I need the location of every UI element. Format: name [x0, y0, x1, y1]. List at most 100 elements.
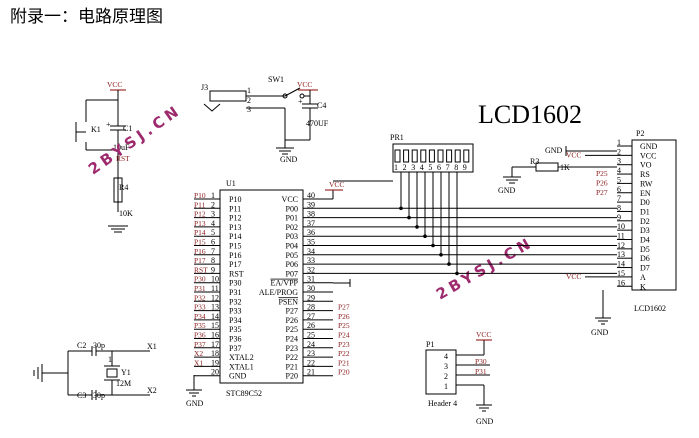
- mcu-left-net-label: P31: [194, 284, 206, 293]
- lcd-pin-name: VO: [640, 161, 652, 170]
- reset-vcc-label: VCC: [107, 80, 122, 89]
- lcd-pin-number: 11: [617, 232, 625, 241]
- power-gnd-label: GND: [280, 155, 298, 164]
- reset-cap-ref: C1: [123, 124, 132, 133]
- resnet-pin-number: 3: [411, 163, 415, 172]
- resnet-pin-number: 2: [403, 163, 407, 172]
- lcd-pin-name: VCC: [640, 151, 656, 160]
- lcd-net-label: P25: [596, 169, 608, 178]
- mcu-left-pin-number: 13: [211, 303, 219, 312]
- mcu-right-net-label: P25: [338, 321, 350, 330]
- reset-res-ref: R4: [119, 183, 128, 192]
- power-cap-ref: C4: [317, 101, 326, 110]
- mcu-left-net-label: P17: [194, 256, 206, 265]
- mcu-right-pin-name: P26: [286, 316, 298, 325]
- reset-net-label: RST: [116, 154, 130, 163]
- power-circuit: J3 1 2 3 SW1 VCC + C4 470UF GND: [201, 75, 329, 164]
- mcu-right-pin-name: VCC: [282, 195, 298, 204]
- header-4: P1 4 3 2 1 Header 4 VCC P30 P31 GND: [425, 330, 494, 426]
- lcd-bottom-gnd-label: GND: [591, 328, 609, 337]
- mcu-left-net-label: P34: [194, 312, 206, 321]
- mcu-left-pin-name: P33: [229, 307, 241, 316]
- reset-res-value: 10K: [119, 209, 133, 218]
- lcd-ref: P2: [636, 129, 644, 138]
- junction-dot: [447, 262, 451, 266]
- mcu-right-pin-number: 31: [307, 275, 315, 284]
- lcd-pin-name: D0: [640, 198, 650, 207]
- header-p31-label: P31: [475, 367, 487, 376]
- power-vcc-label: VCC: [297, 80, 312, 89]
- mcu-right-net-label: P20: [338, 368, 350, 377]
- mcu-right-pin-name: P00: [286, 204, 298, 213]
- mcu-left-net-label: X2: [194, 349, 203, 358]
- svg-text:3: 3: [444, 362, 448, 371]
- svg-text:1: 1: [444, 382, 448, 391]
- mcu-right-pin-name: P01: [286, 214, 298, 223]
- mcu-right-pin-name: P27: [286, 307, 298, 316]
- lcd-pin-number: 8: [617, 203, 621, 212]
- mcu-right-pin-name: PSEN: [278, 297, 298, 306]
- mcu-left-net-label: P33: [194, 303, 206, 312]
- mcu-right-pin-number: 34: [307, 247, 315, 256]
- svg-text:+: +: [298, 97, 303, 106]
- mcu-left-pin-number: 15: [211, 321, 219, 330]
- lcd-pin-number: 3: [617, 157, 621, 166]
- mcu-left-net-label: RST: [194, 265, 208, 274]
- lcd-pin-name: RW: [640, 179, 653, 188]
- mcu-right-pin-number: 30: [307, 284, 315, 293]
- power-jack-ref: J3: [201, 83, 208, 92]
- lcd-pin-name: D7: [640, 264, 650, 273]
- mcu-right-pin-number: 29: [307, 293, 315, 302]
- mcu-right-pin-number: 39: [307, 200, 315, 209]
- mcu-right-pin-name: P03: [286, 232, 298, 241]
- lcd-pin-number: 6: [617, 185, 621, 194]
- resnet-ref: PR1: [390, 133, 404, 142]
- lcd-vcc-label: VCC: [566, 150, 581, 159]
- mcu-left-pin-number: 8: [211, 256, 215, 265]
- mcu-left-net-label: P15: [194, 238, 206, 247]
- mcu-right-net-label: P24: [338, 331, 350, 340]
- resnet-resistor: [454, 149, 461, 163]
- mcu-right-pin-name: P24: [286, 335, 298, 344]
- resnet-pin-number: 9: [463, 163, 467, 172]
- mcu-left-pin-number: 11: [211, 284, 219, 293]
- lcd-pin-number: 14: [617, 260, 625, 269]
- lcd-pin-name: D6: [640, 254, 650, 263]
- mcu-left-net-label: P13: [194, 219, 206, 228]
- mcu-left-net-label: P14: [194, 228, 206, 237]
- header-ref: P1: [426, 340, 434, 349]
- mcu-right-net-label: P22: [338, 349, 350, 358]
- mcu-vcc-label: VCC: [329, 180, 344, 189]
- lcd-pin-name: D3: [640, 226, 650, 235]
- mcu-stc89c52: U1 STC89C52: [219, 179, 304, 398]
- junction-dot: [455, 271, 459, 276]
- header-part: Header 4: [428, 399, 457, 408]
- mcu-right-net-label: P26: [338, 312, 350, 321]
- lcd-pin-number: 7: [617, 194, 621, 203]
- svg-text:4: 4: [444, 352, 448, 361]
- mcu-left-pin-name: P15: [229, 242, 241, 251]
- crystal-freq: 12M: [116, 379, 131, 388]
- mcu-right-pin-name: P04: [286, 242, 298, 251]
- junction-dot: [407, 215, 411, 220]
- header-vcc-label: VCC: [476, 330, 491, 339]
- mcu-right-net-label: P27: [338, 303, 350, 312]
- mcu-right-pin-number: 28: [307, 303, 315, 312]
- mcu-left-net-label: X1: [194, 358, 203, 367]
- svg-text:2: 2: [444, 372, 448, 381]
- mcu-right-pin-name: P22: [286, 353, 298, 362]
- resnet-resistor: [428, 149, 435, 163]
- lcd-r3-ref: R3: [530, 157, 539, 166]
- mcu-left-pin-number: 7: [211, 247, 215, 256]
- mcu-left-net-label: P32: [194, 293, 206, 302]
- mcu-right-pin-number: 36: [307, 228, 315, 237]
- mcu-right-pin-name: EA/VPP: [270, 279, 298, 288]
- lcd-pin-name: RS: [640, 170, 650, 179]
- crystal-pin-label: 1: [108, 355, 112, 364]
- resnet-resistor: [437, 149, 444, 163]
- mcu-ref: U1: [226, 179, 236, 188]
- resnet-resistor: [420, 149, 427, 163]
- mcu-left-pin-number: 9: [211, 265, 215, 274]
- mcu-left-pin-name: P17: [229, 260, 241, 269]
- resnet-pin-number: 7: [446, 163, 450, 172]
